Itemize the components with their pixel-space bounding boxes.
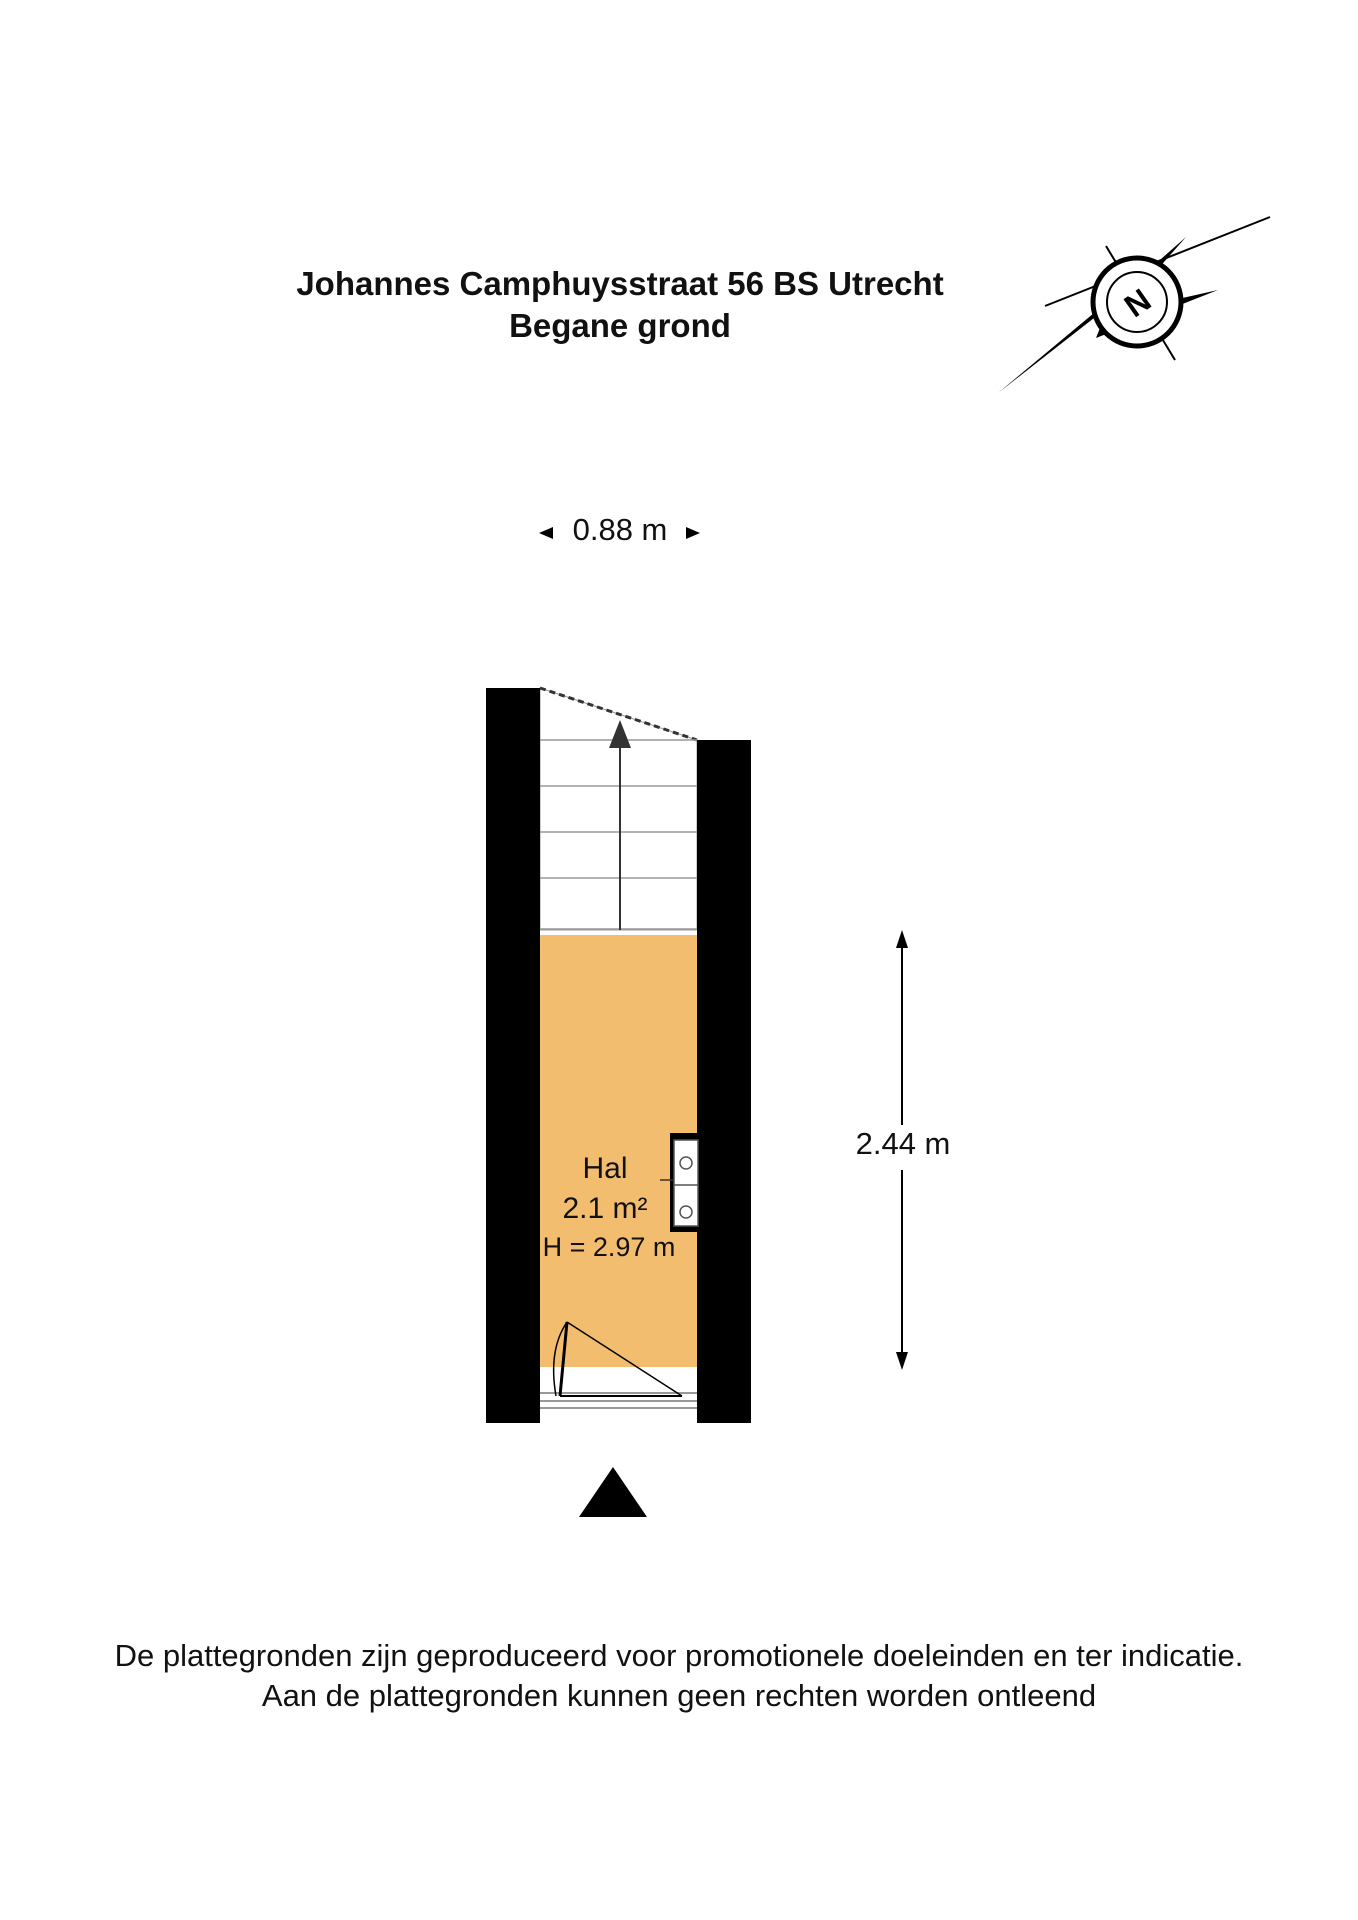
width-dimension-arrows [539,527,700,539]
staircase [539,686,698,931]
compass-north-icon: N [998,216,1271,393]
meter-cabinet-icon [660,1139,699,1227]
disclaimer-line-1: De plattegronden zijn geproduceerd voor … [114,1638,1244,1673]
width-dimension-label: 0.88 m [572,512,668,547]
room-area: 2.1 m² [562,1192,648,1225]
stair-direction-arrow-icon [609,720,631,748]
entrance-door [540,1321,697,1423]
length-dimension-line [896,930,908,1370]
room-height: H = 2.97 m [542,1232,676,1262]
page-title: Johannes Camphuysstraat 56 BS Utrecht [296,265,944,302]
floor-label: Begane grond [509,307,731,344]
room-name: Hal [582,1152,628,1185]
disclaimer-line-2: Aan de plattegronden kunnen geen rechten… [261,1678,1097,1713]
length-dimension-label: 2.44 m [838,1126,968,1162]
entrance-triangle-icon [579,1467,647,1517]
